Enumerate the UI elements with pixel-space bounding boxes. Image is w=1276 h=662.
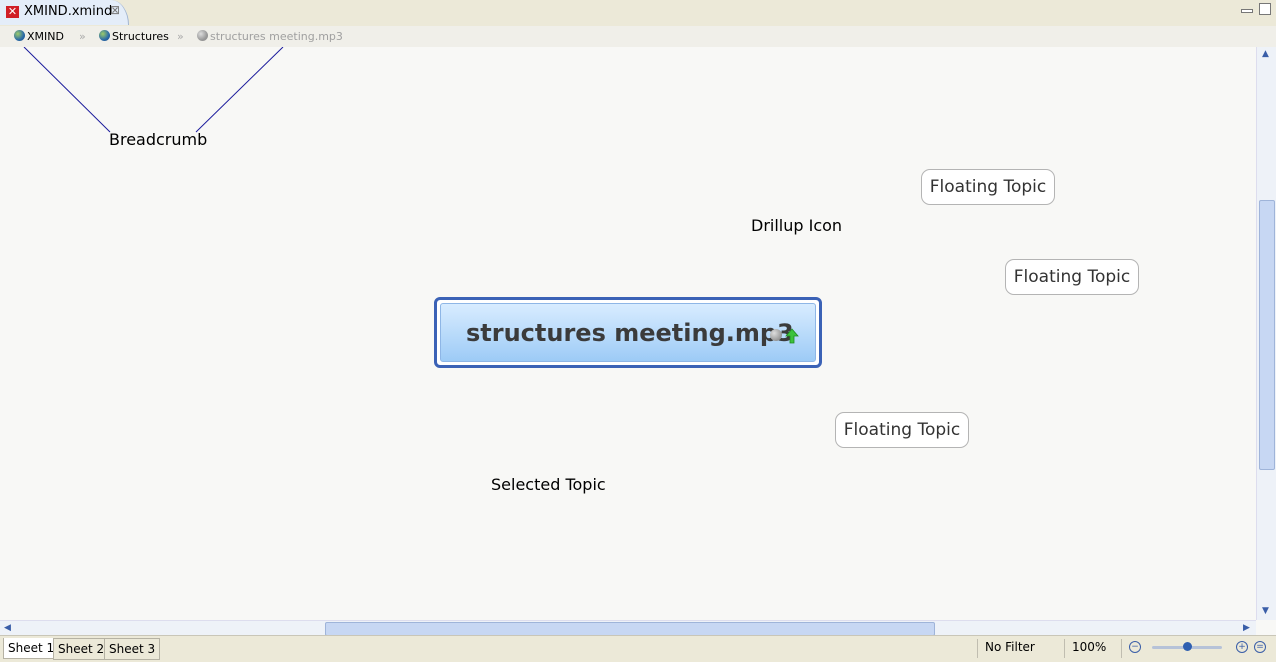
scroll-down-icon[interactable]: ▼ [1262, 606, 1269, 616]
status-bar: Sheet 1 Sheet 2 Sheet 3 No Filter 100% −… [0, 635, 1276, 662]
annotation-breadcrumb: Breadcrumb [109, 130, 208, 149]
drillup-icon[interactable] [785, 328, 799, 344]
status-divider [1064, 639, 1065, 658]
leader-line [23, 47, 111, 133]
breadcrumb: XMIND » Structures » structures meeting.… [0, 26, 1276, 47]
annotation-drillup-icon: Drillup Icon [751, 216, 843, 235]
breadcrumb-item-current[interactable]: structures meeting.mp3 [197, 30, 343, 43]
editor-tab[interactable]: ✕ XMIND.xmind ⊠ [0, 0, 129, 25]
horizontal-scroll-thumb[interactable] [325, 622, 935, 636]
vertical-scrollbar[interactable]: ▲ ▼ [1256, 47, 1276, 620]
breadcrumb-item-structures[interactable]: Structures [99, 30, 169, 43]
hyperlink-icon[interactable] [770, 329, 782, 341]
selected-central-topic[interactable]: structures meeting.mp3 [434, 297, 822, 368]
tab-sheet-2[interactable]: Sheet 2 [53, 638, 110, 660]
tab-sheet-3[interactable]: Sheet 3 [104, 638, 161, 660]
zoom-out-icon[interactable]: − [1129, 641, 1141, 653]
close-icon[interactable]: ⊠ [110, 3, 121, 17]
editor-tab-bar: ✕ XMIND.xmind ⊠ [0, 0, 1276, 27]
mind-map-canvas[interactable]: Breadcrumb Drillup Icon Selected Topic F… [0, 47, 1256, 620]
floating-topic[interactable]: Floating Topic [835, 412, 969, 448]
globe-icon [197, 30, 208, 41]
zoom-in-icon[interactable]: + [1236, 641, 1248, 653]
globe-icon [99, 30, 110, 41]
breadcrumb-separator: » [79, 30, 86, 43]
floating-topic[interactable]: Floating Topic [921, 169, 1055, 205]
central-topic-body: structures meeting.mp3 [440, 303, 816, 362]
breadcrumb-separator: » [177, 30, 184, 43]
xmind-file-icon: ✕ [6, 5, 19, 18]
globe-icon [14, 30, 25, 41]
annotation-selected-topic: Selected Topic [491, 475, 606, 494]
scroll-left-icon[interactable]: ◀ [4, 623, 11, 633]
breadcrumb-item-xmind[interactable]: XMIND [14, 30, 64, 43]
tab-title: XMIND.xmind [24, 4, 113, 19]
scroll-right-icon[interactable]: ▶ [1243, 623, 1250, 633]
status-divider [1121, 639, 1122, 658]
zoom-level[interactable]: 100% [1072, 640, 1107, 654]
status-divider [977, 639, 978, 658]
zoom-slider-handle[interactable] [1183, 642, 1192, 651]
annotation-leader-lines [23, 47, 284, 133]
minimize-button[interactable] [1241, 9, 1253, 13]
floating-topic[interactable]: Floating Topic [1005, 259, 1139, 295]
horizontal-scrollbar[interactable]: ◀ ▶ [0, 620, 1256, 636]
zoom-fit-icon[interactable]: = [1254, 641, 1266, 653]
maximize-button[interactable] [1259, 3, 1271, 15]
central-topic-label: structures meeting.mp3 [466, 319, 794, 347]
filter-status[interactable]: No Filter [985, 640, 1035, 654]
vertical-scroll-thumb[interactable] [1259, 200, 1275, 470]
tab-sheet-1[interactable]: Sheet 1 [3, 638, 60, 659]
scroll-up-icon[interactable]: ▲ [1262, 49, 1269, 59]
leader-line [195, 47, 284, 133]
